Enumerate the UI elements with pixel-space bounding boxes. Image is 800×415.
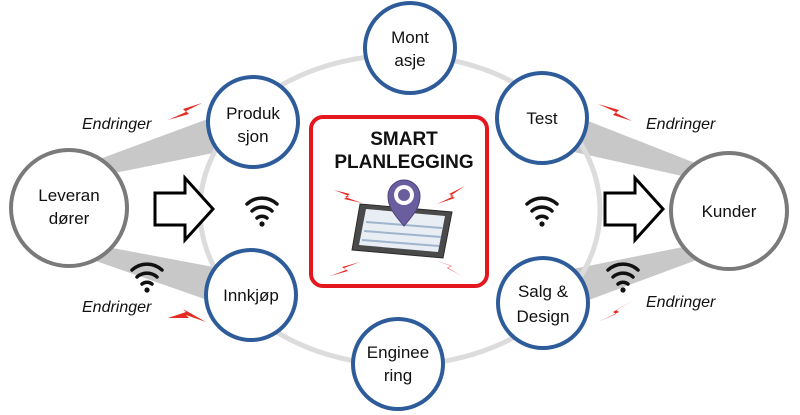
node-produksjon-label-1: Produk bbox=[226, 104, 280, 123]
node-innkjop-label: Innkjøp bbox=[223, 286, 279, 305]
change-label-top-right: Endringer bbox=[646, 116, 716, 133]
node-innkjop: Innkjøp bbox=[204, 248, 298, 342]
node-montasje-label-1: Mont bbox=[391, 28, 429, 47]
wifi-icon bbox=[525, 196, 559, 227]
wifi-icon bbox=[130, 262, 164, 293]
node-kunder-label: Kunder bbox=[702, 202, 757, 221]
node-salg-design-label-2: Design bbox=[517, 307, 570, 326]
inflow-arrow bbox=[153, 174, 216, 244]
center-title-line1: SMART bbox=[370, 129, 438, 150]
node-leverandorer-label-1: Leveran bbox=[38, 186, 99, 205]
change-label-bottom-left: Endringer bbox=[82, 299, 152, 316]
lightning-icon bbox=[334, 190, 362, 203]
node-engineering-label-2: ring bbox=[384, 366, 412, 385]
location-pin-icon bbox=[387, 179, 421, 227]
change-label-top-left: Endringer bbox=[82, 116, 152, 133]
customer-funnel bbox=[556, 110, 718, 310]
node-leverandorer: Leveran dører bbox=[9, 148, 129, 268]
node-test-label: Test bbox=[526, 109, 557, 128]
tablet-icon bbox=[351, 203, 453, 259]
node-kunder: Kunder bbox=[669, 151, 789, 271]
node-produksjon-label-2: sjon bbox=[237, 127, 268, 146]
node-test: Test bbox=[495, 71, 589, 165]
lightning-icon bbox=[598, 104, 632, 121]
lightning-icon bbox=[598, 300, 634, 322]
node-salg-design: Salg & Design bbox=[496, 256, 590, 350]
node-salg-design-label-1: Salg & bbox=[518, 282, 569, 301]
lightning-icon bbox=[168, 309, 206, 322]
node-montasje-label-2: asje bbox=[394, 51, 425, 70]
outflow-arrow bbox=[603, 174, 666, 244]
lightning-icon bbox=[330, 262, 360, 276]
change-label-bottom-right: Endringer bbox=[646, 294, 716, 311]
node-montasje: Mont asje bbox=[363, 1, 457, 95]
wifi-icon bbox=[245, 196, 279, 227]
node-engineering: Enginee ring bbox=[351, 317, 445, 411]
node-engineering-label-1: Enginee bbox=[367, 343, 429, 362]
lightning-icon bbox=[437, 186, 465, 204]
center-box: SMART PLANLEGGING bbox=[309, 115, 489, 288]
node-leverandorer-label-2: dører bbox=[49, 209, 90, 228]
center-title-line2: PLANLEGGING bbox=[334, 152, 473, 173]
node-produksjon: Produk sjon bbox=[206, 75, 300, 169]
lightning-icon bbox=[168, 103, 202, 120]
wifi-icon bbox=[606, 262, 640, 293]
